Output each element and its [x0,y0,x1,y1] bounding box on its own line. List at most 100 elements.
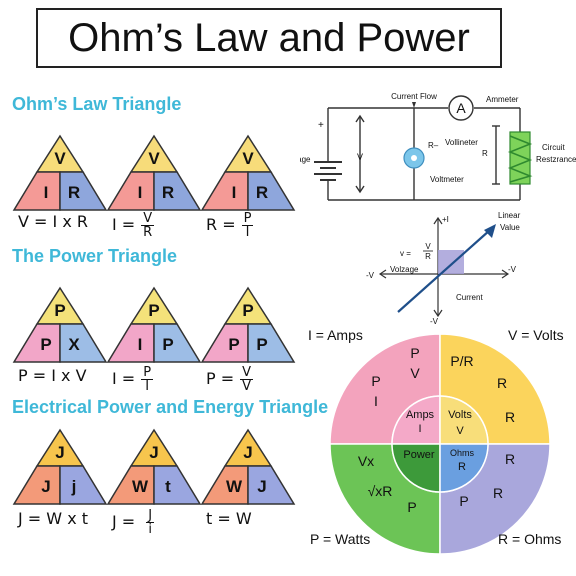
v-eq-label: v = [400,249,411,258]
triangle-right-symbol: X [68,335,80,354]
triangle-top-symbol: V [54,149,66,168]
formula-text: R = [206,215,236,234]
r-dash-label: R– [428,141,439,150]
v-eq-num: V [425,242,431,251]
wheel-green-c: P [407,499,416,515]
fraction-denominator: i [148,522,153,537]
triangle-left-symbol: J [41,477,50,496]
triangle-left-symbol: I [44,183,49,202]
r-ohms-label: R = Ohms [498,531,561,547]
voltage-label: Volzage [300,155,311,164]
wheel-inner-power [391,443,441,493]
wheel-green-a: Vx [358,453,374,469]
formula-text: t = W [206,509,252,528]
triangle-right-symbol: J [257,477,266,496]
inner-v: V [456,425,464,437]
triangle-left-symbol: I [138,183,143,202]
triangle-left-symbol: W [226,477,243,496]
circuit-diagram: A Current Flow Ammeter + Volzage V R– Vo… [300,92,576,201]
fraction-denominator: R [143,225,153,240]
vi-graph: +I Linear Value v = V R -V Volzage -V Cu… [366,211,521,326]
graph-area [438,250,464,274]
formula-text: J = [112,512,141,531]
formula-text: P = [206,369,235,388]
v-volts-label: V = Volts [508,327,564,343]
wheel-yellow-a: P/R [450,353,473,369]
triangle-right-symbol: P [162,335,173,354]
minus-v-bottom: -V [430,317,439,326]
wheel-purple-c: R [493,485,503,501]
current-flow-label: Current Flow [391,92,437,101]
ammeter-icon [448,95,474,121]
formula-text: P = I x V [18,366,87,385]
ammeter-symbol: A [456,100,466,116]
fraction-denominator: I [245,225,250,240]
wheel-pink-b2: I [374,393,378,409]
fraction-numerator: V [141,211,155,226]
circuit-label: Circuit [542,143,565,152]
minus-v-right: -V [508,265,517,274]
triangle-top-symbol: P [148,301,159,320]
wheel-pink-a1: P [410,345,419,361]
triangle-right-symbol: t [165,477,171,496]
triangle-top-symbol: V [242,149,254,168]
linear-label: Linear [498,211,521,220]
triangle-right-symbol: R [162,183,174,202]
v-eq-den: R [425,252,431,261]
resistance-label: Restzrance [536,155,576,164]
page-title: Ohm’s Law and Power [68,15,470,60]
triangle-right-symbol: R [256,183,268,202]
wheel-pink-b1: P [371,373,380,389]
triangle-top-symbol: J [55,443,64,462]
triangle-top-symbol: P [54,301,65,320]
wheel-pink-a2: V [410,365,420,381]
ohm-section-heading: Ohm’s Law Triangle [12,94,182,114]
formula: P = I x V [18,366,87,385]
triangle-left-symbol: P [228,335,239,354]
inner-amps: Amps [406,409,435,421]
resistor-icon [509,131,531,185]
ammeter-label: Ammeter [486,95,519,104]
triangle-left-symbol: W [132,477,149,496]
p-watts-label: P = Watts [310,531,370,547]
fraction-numerator: P [241,211,254,226]
graph-voltage-label: Volzage [390,265,419,274]
formula-text: J = W x t [18,509,89,528]
wheel-green-b: √xR [368,483,393,499]
graph-current-label: Current [456,293,483,302]
formula-text: I = [112,215,136,234]
wheel-yellow-c: R [505,409,515,425]
wheel-inner-amps [391,395,441,445]
formula: J = W x t [18,509,88,528]
triangle-right-symbol: P [256,335,267,354]
triangle-left-symbol: P [40,335,51,354]
triangle-left-symbol: I [138,335,143,354]
inner-i: I [418,423,421,435]
wheel-inner-volts [439,395,489,445]
voltmeter-label: Voltmeter [430,175,464,184]
circuit-r-label: R [482,149,488,158]
i-amps-label: I = Amps [308,327,363,343]
title-box: Ohm’s Law and Power [36,8,502,68]
wheel-yellow-b: R [497,375,507,391]
triangle-right-symbol: j [71,477,77,496]
value-label: Value [500,223,520,232]
linear-arrow-icon [484,224,496,238]
fraction-numerator: J [146,508,155,523]
triangle-top-symbol: P [242,301,253,320]
